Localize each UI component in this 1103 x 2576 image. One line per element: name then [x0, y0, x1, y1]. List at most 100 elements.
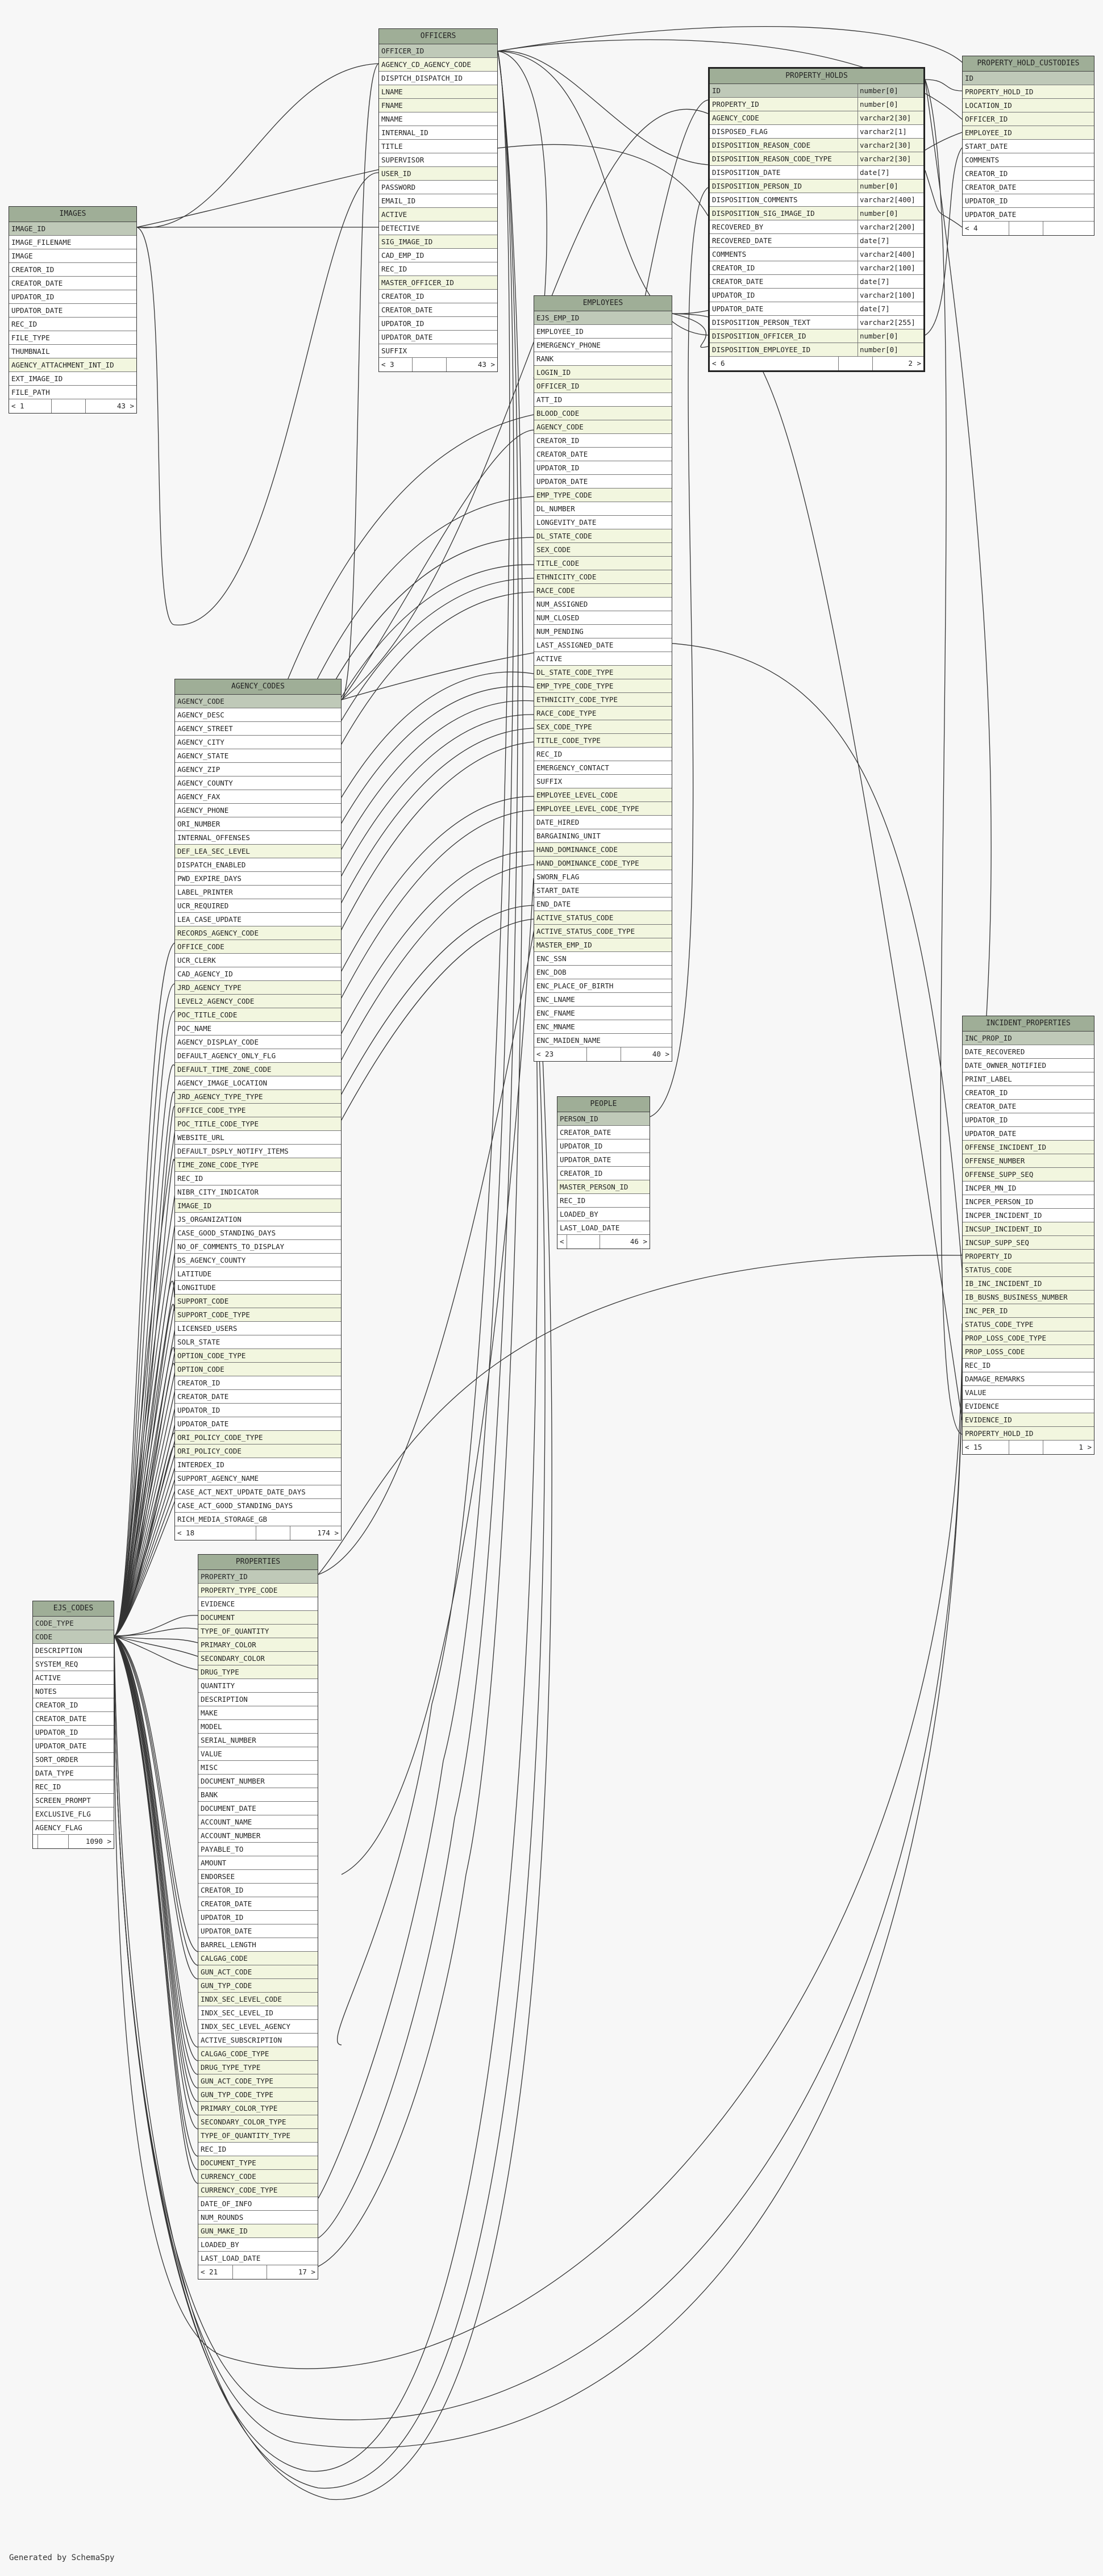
column-row[interactable]: SERIAL_NUMBER — [198, 1734, 318, 1747]
column-row[interactable]: DETECTIVE — [379, 222, 497, 235]
column-row[interactable]: UCR_CLERK — [175, 954, 341, 967]
row-count[interactable] — [51, 399, 85, 413]
child-count[interactable]: 46 > — [600, 1235, 650, 1249]
column-row[interactable]: AGENCY_DISPLAY_CODE — [175, 1036, 341, 1049]
column-row[interactable]: AGENCY_CITY — [175, 736, 341, 749]
column-row[interactable]: OPTION_CODE_TYPE — [175, 1349, 341, 1363]
column-row[interactable]: MAKE — [198, 1706, 318, 1720]
column-row[interactable]: ENC_PLACE_OF_BIRTH — [534, 979, 672, 993]
column-row[interactable]: POC_TITLE_CODE_TYPE — [175, 1117, 341, 1131]
column-row[interactable]: TIME_ZONE_CODE_TYPE — [175, 1158, 341, 1172]
column-row[interactable]: VALUE — [963, 1386, 1094, 1400]
column-row[interactable]: LOCATION_ID — [963, 99, 1094, 112]
table-title[interactable]: PROPERTIES — [198, 1555, 318, 1570]
column-row[interactable]: INC_PROP_ID — [963, 1032, 1094, 1045]
child-count[interactable]: 2 > — [872, 357, 923, 370]
table-title[interactable]: EJS_CODES — [33, 1601, 114, 1617]
column-row[interactable]: AGENCY_FLAG — [33, 1821, 114, 1835]
column-row[interactable]: NO_OF_COMMENTS_TO_DISPLAY — [175, 1240, 341, 1254]
column-row[interactable]: CODE_TYPE — [33, 1617, 114, 1630]
column-row[interactable]: EVIDENCE_ID — [963, 1413, 1094, 1427]
column-row[interactable]: INCPER_INCIDENT_ID — [963, 1209, 1094, 1222]
column-row[interactable]: NUM_CLOSED — [534, 611, 672, 625]
column-row[interactable]: JRD_AGENCY_TYPE — [175, 981, 341, 995]
column-row[interactable]: FILE_PATH — [9, 386, 136, 399]
child-count[interactable]: 43 > — [85, 399, 136, 413]
column-row[interactable]: DEF_LEA_SEC_LEVEL — [175, 845, 341, 858]
column-row[interactable]: TITLE — [379, 140, 497, 153]
column-row[interactable]: IB_INC_INCIDENT_ID — [963, 1277, 1094, 1291]
row-count[interactable] — [256, 1526, 290, 1540]
column-row[interactable]: REC_ID — [175, 1172, 341, 1185]
column-row[interactable]: UPDATOR_ID — [9, 290, 136, 304]
column-row[interactable]: SUPERVISOR — [379, 153, 497, 167]
column-row[interactable]: RICH_MEDIA_STORAGE_GB — [175, 1513, 341, 1526]
column-row[interactable]: UPDATOR_DATE — [963, 1127, 1094, 1141]
column-row[interactable]: EVIDENCE — [198, 1597, 318, 1611]
column-row[interactable]: QUANTITY — [198, 1679, 318, 1693]
column-row[interactable]: BARGAINING_UNIT — [534, 829, 672, 843]
column-row[interactable]: DOCUMENT_TYPE — [198, 2156, 318, 2170]
column-row[interactable]: UPDATOR_DATE — [557, 1153, 650, 1167]
column-row[interactable]: LOGIN_ID — [534, 366, 672, 379]
column-row[interactable]: REC_ID — [557, 1194, 650, 1208]
column-row[interactable]: OPTION_CODE — [175, 1363, 341, 1376]
column-row[interactable]: DESCRIPTION — [33, 1644, 114, 1658]
column-row[interactable]: SUFFIX — [534, 775, 672, 788]
column-row[interactable]: ID — [963, 72, 1094, 85]
column-row[interactable]: CALGAG_CODE_TYPE — [198, 2047, 318, 2061]
row-count[interactable] — [1009, 222, 1043, 235]
column-row[interactable]: ENC_MAIDEN_NAME — [534, 1034, 672, 1047]
column-row[interactable]: CREATOR_ID — [379, 290, 497, 303]
column-row[interactable]: NUM_ROUNDS — [198, 2211, 318, 2224]
column-row[interactable]: MASTER_OFFICER_ID — [379, 276, 497, 290]
row-count[interactable] — [38, 1835, 68, 1848]
column-row[interactable]: PWD_EXPIRE_DAYS — [175, 872, 341, 886]
column-row[interactable]: GUN_TYP_CODE — [198, 1979, 318, 1993]
column-row[interactable]: CREATOR_DATE — [557, 1126, 650, 1139]
column-row[interactable]: ACCOUNT_NAME — [198, 1815, 318, 1829]
column-row[interactable]: DISPTCH_DISPATCH_ID — [379, 72, 497, 85]
column-row[interactable]: CREATOR_ID — [198, 1884, 318, 1897]
column-row[interactable]: CASE_ACT_NEXT_UPDATE_DATE_DAYS — [175, 1485, 341, 1499]
column-row[interactable]: PROPERTY_TYPE_CODE — [198, 1584, 318, 1597]
parent-count[interactable]: < 15 — [965, 1443, 983, 1451]
column-row[interactable]: DRUG_TYPE_TYPE — [198, 2061, 318, 2074]
column-row[interactable]: OFFICER_ID — [963, 112, 1094, 126]
column-row[interactable]: CREATOR_ID — [9, 263, 136, 277]
column-row[interactable]: ACTIVE — [33, 1671, 114, 1685]
column-row[interactable]: END_DATE — [534, 897, 672, 911]
column-row[interactable]: INCSUP_SUPP_SEQ — [963, 1236, 1094, 1250]
column-row[interactable]: UCR_REQUIRED — [175, 899, 341, 913]
column-row[interactable]: EMERGENCY_CONTACT — [534, 761, 672, 775]
column-row[interactable]: CREATOR_DATE — [33, 1712, 114, 1726]
column-row[interactable]: DEFAULT_TIME_ZONE_CODE — [175, 1063, 341, 1076]
column-row[interactable]: CREATOR_DATE — [534, 448, 672, 461]
column-row[interactable]: CREATOR_DATE — [198, 1897, 318, 1911]
column-row[interactable]: LNAME — [379, 85, 497, 99]
column-row[interactable]: AGENCY_IMAGE_LOCATION — [175, 1076, 341, 1090]
column-row[interactable]: ENC_SSN — [534, 952, 672, 966]
column-row[interactable]: ACTIVE_STATUS_CODE_TYPE — [534, 925, 672, 938]
column-row[interactable]: ACTIVE — [379, 208, 497, 222]
column-row[interactable]: CODE — [33, 1630, 114, 1644]
column-row[interactable]: UPDATOR_DATE — [963, 208, 1094, 222]
column-row[interactable]: NOTES — [33, 1685, 114, 1698]
column-row[interactable]: JRD_AGENCY_TYPE_TYPE — [175, 1090, 341, 1104]
column-row[interactable]: PRIMARY_COLOR_TYPE — [198, 2102, 318, 2115]
column-row[interactable]: LAST_LOAD_DATE — [198, 2252, 318, 2265]
column-row[interactable]: JS_ORGANIZATION — [175, 1213, 341, 1226]
column-row[interactable]: CREATOR_DATE — [9, 277, 136, 290]
child-count[interactable]: 1090 > — [68, 1835, 114, 1848]
column-row[interactable]: AGENCY_CD_AGENCY_CODE — [379, 58, 497, 72]
row-count[interactable] — [1009, 1441, 1043, 1454]
column-row[interactable]: CREATOR_DATE — [963, 1100, 1094, 1113]
